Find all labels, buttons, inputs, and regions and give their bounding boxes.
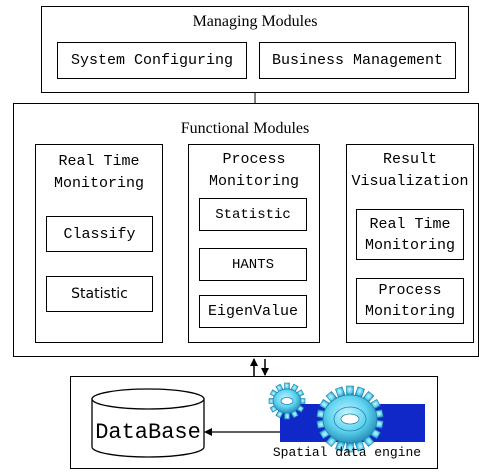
managing-modules-title: Managing Modules xyxy=(192,13,318,30)
process-monitoring-visual-box: Process Monitoring xyxy=(356,278,464,324)
real-time-monitoring-visual-label: Real Time Monitoring xyxy=(364,215,455,254)
statistic-box-process: Statistic xyxy=(199,198,307,231)
real-time-monitoring-visual-box: Real Time Monitoring xyxy=(356,209,464,260)
process-monitoring-title: Process Monitoring xyxy=(208,151,299,190)
spatial-data-engine-label: Spatial data engine xyxy=(272,445,422,460)
system-configuring-box: System Configuring xyxy=(57,42,247,79)
statistic-label-process: Statistic xyxy=(215,206,291,223)
eigenvalue-box: EigenValue xyxy=(199,295,307,328)
classify-label: Classify xyxy=(63,225,136,243)
system-configuring-label: System Configuring xyxy=(70,52,234,69)
database-label: DataBase xyxy=(95,420,201,445)
classify-box: Classify xyxy=(46,216,153,252)
process-monitoring-visual-label: Process Monitoring xyxy=(364,282,455,320)
result-visualization-title: Result Visualization xyxy=(351,151,469,190)
hants-box: HANTS xyxy=(199,248,307,281)
statistic-label-realtime: Statistic xyxy=(71,286,128,302)
business-management-label: Business Management xyxy=(271,52,444,69)
database-cylinder-icon xyxy=(91,388,205,458)
gear-icon xyxy=(316,385,384,453)
gear-icon xyxy=(268,382,306,420)
hants-label: HANTS xyxy=(231,256,274,273)
business-management-box: Business Management xyxy=(259,42,456,79)
real-time-monitoring-title: Real Time Monitoring xyxy=(53,153,144,192)
eigenvalue-label: EigenValue xyxy=(207,303,298,320)
functional-modules-title: Functional Modules xyxy=(180,120,310,137)
statistic-box-realtime: Statistic xyxy=(46,276,153,312)
